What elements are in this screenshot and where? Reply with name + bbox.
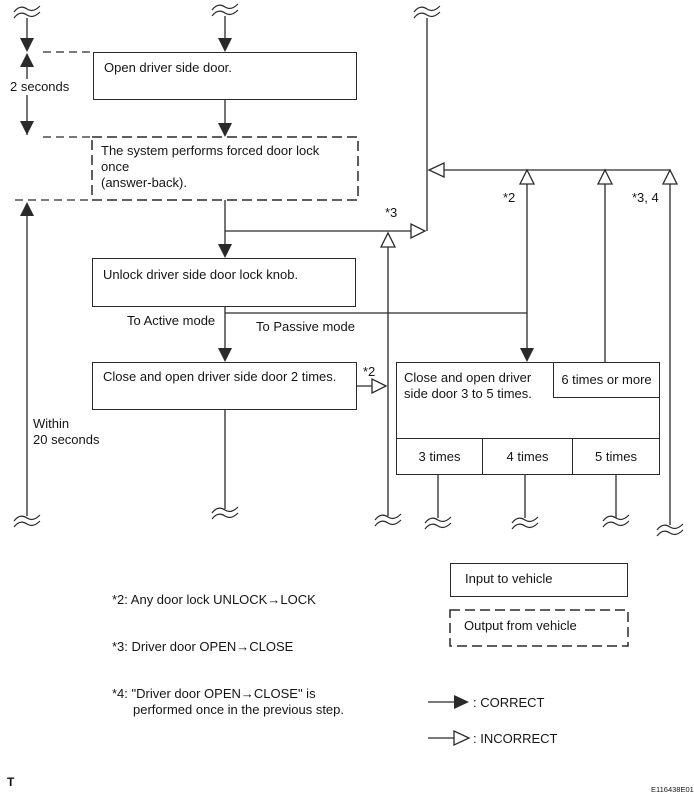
star2-side-ref-label: *2 — [363, 364, 376, 379]
step-answer-back-line1: The system performs forced door lock onc… — [101, 143, 320, 174]
legend-incorrect-label: : INCORRECT — [473, 731, 558, 746]
note-star4-line1: *4: "Driver door OPEN→CLOSE" is — [112, 686, 316, 701]
result-six-times-box: 6 times or more — [553, 363, 659, 398]
footer-page-marker: T — [7, 775, 15, 789]
step-unlock-knob-label: Unlock driver side door lock knob. — [103, 267, 299, 282]
star3-4-ref-label: *3, 4 — [632, 190, 659, 205]
legend-output-box-border — [449, 609, 629, 647]
to-passive-mode-label: To Passive mode — [256, 319, 355, 334]
step-close-open-2-label: Close and open driver side door 2 times. — [103, 369, 337, 384]
footer-figure-code: E116438E01 — [651, 785, 694, 794]
step-open-door-label: Open driver side door. — [104, 60, 232, 75]
times-cell-row: 3 times 4 times 5 times — [397, 438, 659, 474]
step-close-open-3to5-text: Close and open driver side door 3 to 5 t… — [404, 370, 554, 402]
dimension-dashed-lines — [15, 51, 92, 201]
cell-3-times-label: 3 times — [418, 448, 461, 464]
two-seconds-label: 2 seconds — [8, 79, 72, 95]
cell-5-times: 5 times — [573, 439, 659, 474]
legend-correct-label: : CORRECT — [473, 695, 545, 710]
step-close-open-2-box: Close and open driver side door 2 times. — [92, 362, 357, 410]
cell-4-times-label: 4 times — [506, 448, 549, 464]
step-close-open-3to5-line1: Close and open driver — [404, 370, 532, 385]
step-answer-back-box: The system performs forced door lock onc… — [93, 137, 357, 200]
legend-input-box: Input to vehicle — [450, 563, 628, 597]
star2-top-ref-label: *2 — [503, 190, 516, 205]
cell-3-times: 3 times — [397, 439, 483, 474]
within-line2: 20 seconds — [33, 432, 100, 447]
within-20-seconds-label: Within 20 seconds — [33, 416, 100, 448]
legend-output-box: Output from vehicle — [450, 610, 628, 646]
note-star3: *3: Driver door OPEN→CLOSE — [112, 639, 294, 654]
to-active-mode-label: To Active mode — [127, 313, 216, 328]
step-close-open-3to5-line2: side door 3 to 5 times. — [404, 386, 532, 401]
cell-4-times: 4 times — [483, 439, 573, 474]
legend-output-label: Output from vehicle — [464, 618, 577, 633]
step-close-open-3to5-box: Close and open driver side door 3 to 5 t… — [396, 362, 660, 475]
cell-5-times-label: 5 times — [595, 448, 637, 464]
legend-input-label: Input to vehicle — [465, 571, 553, 586]
star3-ref-label: *3 — [385, 205, 398, 220]
step-answer-back-line2: (answer-back). — [101, 175, 187, 190]
within-line1: Within — [33, 416, 70, 431]
incorrect-arrowhead-icons — [371, 161, 679, 747]
note-star2: *2: Any door lock UNLOCK→LOCK — [112, 592, 316, 607]
note-star4-line2: performed once in the previous step. — [133, 702, 345, 717]
result-six-times-label: 6 times or more — [561, 372, 652, 387]
step-open-door-box: Open driver side door. — [93, 52, 357, 100]
step-unlock-knob-box: Unlock driver side door lock knob. — [92, 258, 356, 307]
